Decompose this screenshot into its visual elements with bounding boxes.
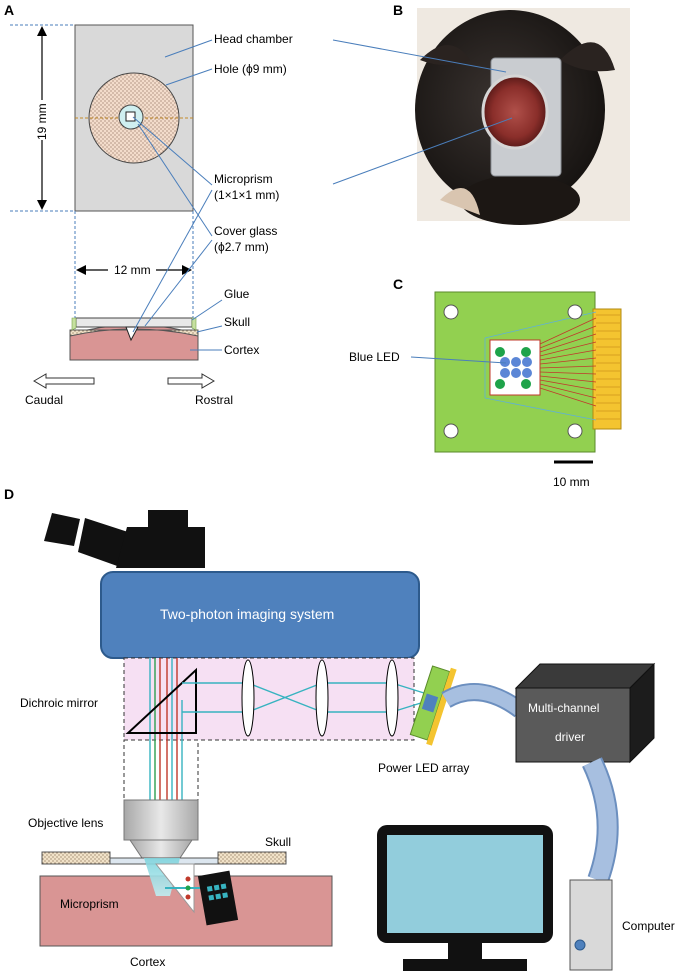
label-scale: 10 mm xyxy=(553,475,590,489)
leader-microprism-side xyxy=(132,189,213,333)
led-array xyxy=(495,347,532,389)
screw-hole-tr xyxy=(567,304,583,320)
skull-right xyxy=(217,851,287,865)
pcb-traces xyxy=(539,317,597,407)
arrowhead-down xyxy=(37,200,47,210)
panel-label-a: A xyxy=(4,2,14,18)
panel-c: C xyxy=(349,276,622,489)
neuron-2 xyxy=(185,885,191,891)
leader-skull xyxy=(196,325,223,333)
dim-label-bg xyxy=(30,100,54,140)
label-cover-glass-size: (ϕ2.7 mm) xyxy=(214,240,269,254)
panel-label-d: D xyxy=(4,486,14,502)
label-imaging-system: Two-photon imaging system xyxy=(160,606,334,622)
label-microprism-d: Microprism xyxy=(60,897,119,911)
skull-left xyxy=(41,851,111,865)
height-dimension-label: 19 mm xyxy=(35,103,49,140)
label-microprism-size: (1×1×1 mm) xyxy=(214,188,279,202)
arrowhead-up xyxy=(37,26,47,36)
leader-microprism-top xyxy=(132,116,213,186)
computer-power-button xyxy=(574,939,586,951)
label-skull: Skull xyxy=(224,315,250,329)
microprism-section xyxy=(125,326,139,342)
chamber-section xyxy=(75,317,193,328)
leader-head-chamber xyxy=(164,39,213,58)
arrowhead-right xyxy=(182,265,192,275)
power-led-array xyxy=(409,665,457,746)
caudal-arrow xyxy=(33,373,95,389)
label-computer: Computer xyxy=(622,919,675,933)
label-objective-lens: Objective lens xyxy=(28,816,103,830)
label-rostral: Rostral xyxy=(195,393,233,407)
leader-cover-glass-side xyxy=(144,239,213,327)
label-power-led-array: Power LED array xyxy=(378,761,469,775)
label-driver-line2: driver xyxy=(555,730,585,744)
label-driver-line1: Multi-channel xyxy=(528,701,599,715)
panel-label-b: B xyxy=(393,2,403,18)
panel-a: A 19 mm 12 mm xyxy=(4,2,293,407)
connector-pins xyxy=(596,314,620,420)
screw-hole-tl xyxy=(443,304,459,320)
label-hole: Hole (ϕ9 mm) xyxy=(214,62,287,76)
leader-b-chamber xyxy=(332,39,507,73)
label-skull-d: Skull xyxy=(265,835,291,849)
panel-b: B xyxy=(332,2,630,225)
panel-label-c: C xyxy=(393,276,403,292)
width-dimension-label: 12 mm xyxy=(114,263,151,277)
computer-tower xyxy=(569,879,613,971)
leader-cover-glass-top xyxy=(137,123,213,237)
relay-lens-3 xyxy=(385,659,399,737)
label-cortex: Cortex xyxy=(224,343,259,357)
screw-hole-bl xyxy=(443,423,459,439)
skull-section xyxy=(69,328,199,337)
objective-lens xyxy=(123,799,199,859)
monitor xyxy=(377,825,553,971)
relay-lens-1 xyxy=(241,659,255,737)
neuron-1 xyxy=(185,876,191,882)
led-cable xyxy=(442,685,525,716)
neuron-3 xyxy=(185,894,191,900)
photo-exposed-cortex xyxy=(481,74,549,150)
dichroic-mirror xyxy=(125,667,197,734)
label-dichroic-mirror: Dichroic mirror xyxy=(20,696,98,710)
leader-b-microprism xyxy=(332,117,513,185)
label-cover-glass: Cover glass xyxy=(214,224,277,238)
relay-lens-2 xyxy=(315,659,329,737)
label-blue-led: Blue LED xyxy=(349,350,400,364)
leader-glue xyxy=(191,299,223,321)
glue-left xyxy=(71,317,77,331)
eyepiece-head xyxy=(44,510,205,568)
panel-d: D Two-photon imaging system xyxy=(4,486,675,971)
arrowhead-left xyxy=(76,265,86,275)
rostral-arrow xyxy=(167,373,215,389)
excitation-beams xyxy=(149,658,183,800)
leader-hole xyxy=(165,68,213,86)
pcb-connector xyxy=(592,308,622,430)
label-glue: Glue xyxy=(224,287,250,301)
label-microprism: Microprism xyxy=(214,172,273,186)
leader-blue-led xyxy=(410,356,507,364)
microprism-square xyxy=(125,111,136,122)
label-caudal: Caudal xyxy=(25,393,63,407)
label-cortex-d: Cortex xyxy=(130,955,165,969)
label-head-chamber: Head chamber xyxy=(214,32,293,46)
cortex-led-patch xyxy=(197,870,239,926)
objective-path-box xyxy=(123,739,199,801)
relay-beams xyxy=(182,682,425,713)
computer-cable xyxy=(583,758,617,884)
screw-hole-br xyxy=(567,423,583,439)
width-label-bg xyxy=(108,262,156,276)
driver-box xyxy=(514,662,656,764)
